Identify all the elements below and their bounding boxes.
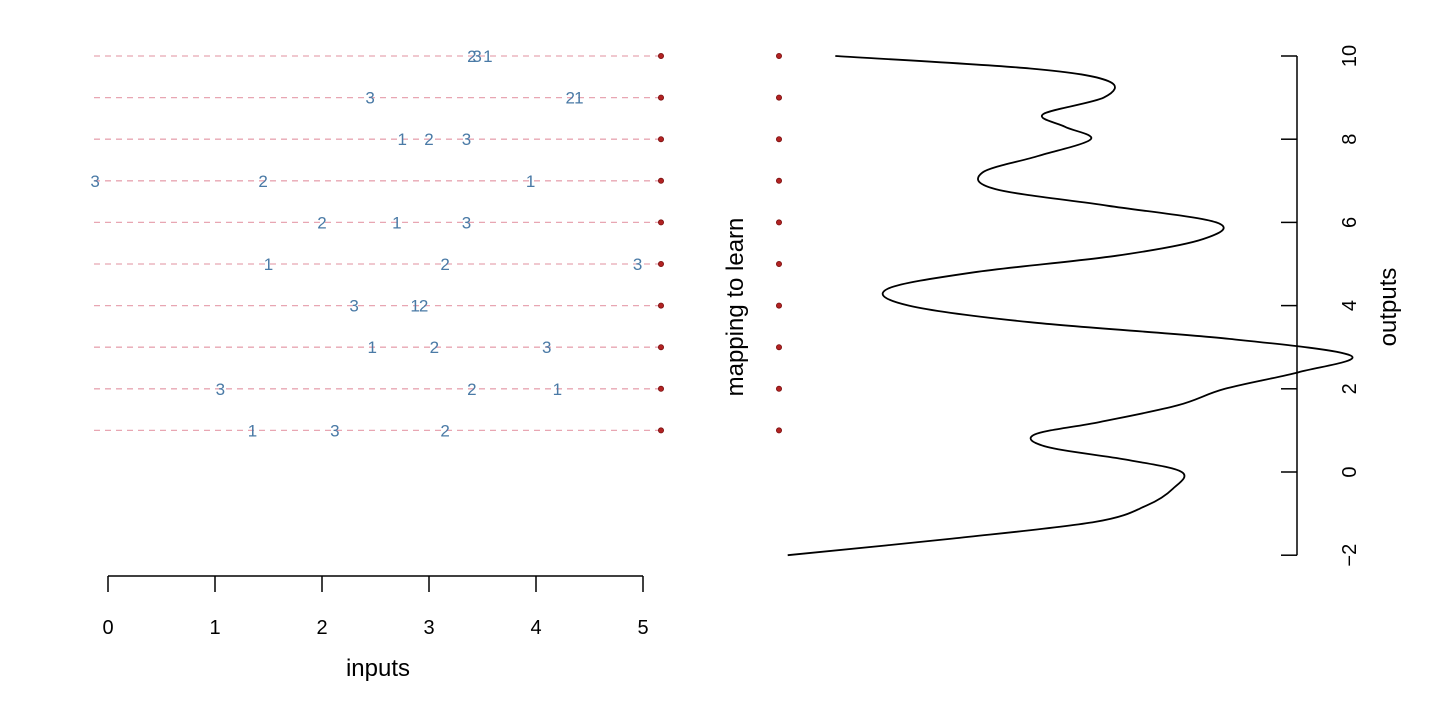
- x-tick-label: 3: [423, 617, 434, 639]
- guide-end-dot: [658, 136, 665, 143]
- x-tick-label: 5: [637, 617, 648, 639]
- y-tick-label: 8: [1339, 134, 1361, 145]
- input-point-label: 2: [440, 421, 449, 440]
- mapping-point: [776, 136, 783, 143]
- y-tick-label: 2: [1339, 383, 1361, 394]
- x-tick-label: 1: [209, 617, 220, 639]
- mapping-point: [776, 177, 783, 184]
- mapping-point: [776, 344, 783, 351]
- input-point-label: 2: [440, 255, 449, 274]
- input-point-label: 2: [317, 213, 326, 232]
- input-point-label: 1: [410, 297, 419, 316]
- guide-end-dot: [658, 260, 665, 267]
- y-tick-label: 0: [1339, 466, 1361, 477]
- input-point-label: 1: [398, 130, 407, 149]
- x-tick-label: 4: [530, 617, 541, 639]
- guide-end-dot: [658, 177, 665, 184]
- input-point-label: 1: [392, 213, 401, 232]
- guide-end-dot: [658, 94, 665, 101]
- input-point-label: 2: [419, 297, 428, 316]
- guide-end-dot: [658, 302, 665, 309]
- output-curve: [787, 55, 1354, 557]
- input-point-label: 1: [368, 338, 377, 357]
- mapping-point: [776, 219, 783, 226]
- input-point-label: 1: [483, 47, 492, 66]
- y-tick-label: 10: [1339, 45, 1361, 67]
- input-point-label: 2: [430, 338, 439, 357]
- y-tick-label: 6: [1339, 217, 1361, 228]
- input-point-label: 3: [472, 47, 481, 66]
- y-axis: −2 0 2 4 6 8 10: [1281, 45, 1361, 567]
- input-point-label: 3: [542, 338, 551, 357]
- input-point-label: 3: [633, 255, 642, 274]
- x-axis: 0 1 2 3 4 5: [102, 575, 649, 639]
- input-point-label: 2: [467, 47, 476, 66]
- input-point-label: 2: [566, 89, 575, 108]
- x-tick-label: 0: [102, 617, 113, 639]
- input-point-label: 3: [90, 172, 99, 191]
- mapping-point: [776, 94, 783, 101]
- x-tick-label: 2: [316, 617, 327, 639]
- input-point-label: 1: [248, 421, 257, 440]
- input-point-label: 2: [258, 172, 267, 191]
- guide-end-dot: [658, 385, 665, 392]
- mapping-point: [776, 385, 783, 392]
- mapping-point: [776, 427, 783, 434]
- guide-end-dot: [658, 219, 665, 226]
- input-point-label: 2: [424, 130, 433, 149]
- guide-end-dot: [658, 427, 665, 434]
- input-point-label: 3: [349, 297, 358, 316]
- input-point-label: 3: [330, 421, 339, 440]
- input-point-label: 3: [216, 380, 225, 399]
- input-point-label: 2: [467, 380, 476, 399]
- mapping-point: [776, 260, 783, 267]
- y-tick-label: 4: [1339, 300, 1361, 311]
- input-point-label: 3: [365, 89, 374, 108]
- output-curve-line: [787, 55, 1354, 557]
- x-axis-label: inputs: [346, 655, 410, 682]
- y-tick-label: −2: [1339, 544, 1361, 567]
- input-point-label: 1: [264, 255, 273, 274]
- input-point-label: 3: [462, 130, 471, 149]
- input-point-label: 1: [574, 89, 583, 108]
- mapping-title: mapping to learn: [722, 218, 749, 397]
- y-axis-label: outputs: [1375, 268, 1402, 347]
- input-point-label: 1: [526, 172, 535, 191]
- guide-end-dot: [658, 344, 665, 351]
- input-point-label: 1: [553, 380, 562, 399]
- mapping-point: [776, 302, 783, 309]
- guide-lines: [94, 53, 665, 434]
- mapping-points: [776, 53, 783, 434]
- input-point-label: 3: [462, 213, 471, 232]
- guide-end-dot: [658, 53, 665, 60]
- mapping-point: [776, 53, 783, 60]
